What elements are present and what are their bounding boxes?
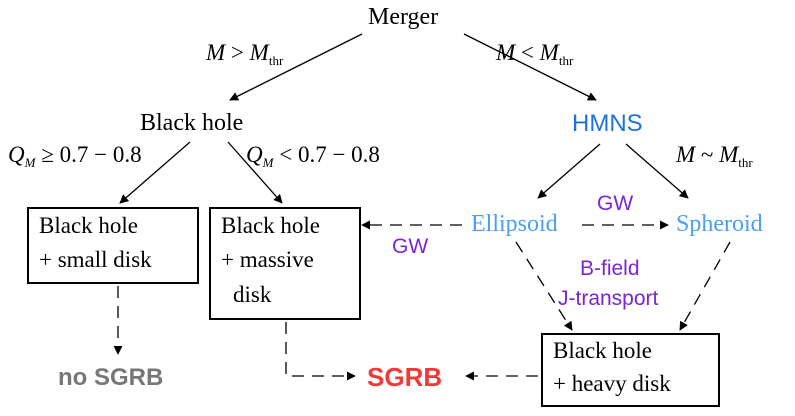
- gw-label-right: GW: [597, 192, 634, 215]
- arrow-ellipsoid-to-heavydisk: [515, 241, 573, 331]
- box-line: + massive: [221, 247, 314, 272]
- condition-q-high: QM ≥ 0.7 − 0.8: [8, 142, 142, 170]
- arrow-spheroid-to-heavydisk: [679, 241, 731, 331]
- condition-mass-near-threshold: M ~ Mthr: [676, 142, 753, 170]
- box-line: disk: [233, 282, 272, 307]
- arrow-blackhole-to-massivedisk: [227, 141, 283, 204]
- box-black-hole-heavy-disk: Black hole + heavy disk: [541, 333, 720, 407]
- black-hole-node: Black hole: [140, 110, 244, 136]
- spheroid-node: Spheroid: [676, 211, 763, 237]
- box-line: + small disk: [39, 247, 152, 272]
- box-line: Black hole: [221, 213, 320, 238]
- arrow-blackhole-to-smalldisk: [119, 141, 191, 204]
- box-black-hole-small-disk: Black hole + small disk: [27, 207, 199, 284]
- condition-mass-below-threshold: M < Mthr: [496, 40, 574, 68]
- hmns-node: HMNS: [572, 110, 643, 137]
- arrow-hmns-to-ellipsoid: [537, 143, 601, 199]
- bfield-label: B-field: [580, 257, 640, 280]
- condition-mass-above-threshold: M > Mthr: [206, 40, 284, 68]
- sgrb-outcome: SGRB: [367, 362, 443, 392]
- arrow-massivedisk-to-sgrb: [285, 322, 356, 381]
- ellipsoid-node: Ellipsoid: [471, 211, 558, 237]
- merger-node: Merger: [368, 4, 439, 30]
- gw-label-left: GW: [392, 235, 429, 258]
- arrow-merger-to-blackhole: [229, 33, 363, 101]
- condition-q-low: QM < 0.7 − 0.8: [246, 142, 380, 170]
- box-line: Black hole: [39, 213, 138, 238]
- arrow-merger-to-hmns: [463, 33, 597, 101]
- box-line: Black hole: [553, 338, 652, 363]
- box-black-hole-massive-disk: Black hole + massive disk: [209, 207, 361, 320]
- no-sgrb-outcome: no SGRB: [58, 364, 164, 391]
- arrow-hmns-to-spheroid: [625, 143, 689, 199]
- jtransport-label: J-transport: [558, 287, 659, 310]
- box-line: + heavy disk: [553, 371, 671, 396]
